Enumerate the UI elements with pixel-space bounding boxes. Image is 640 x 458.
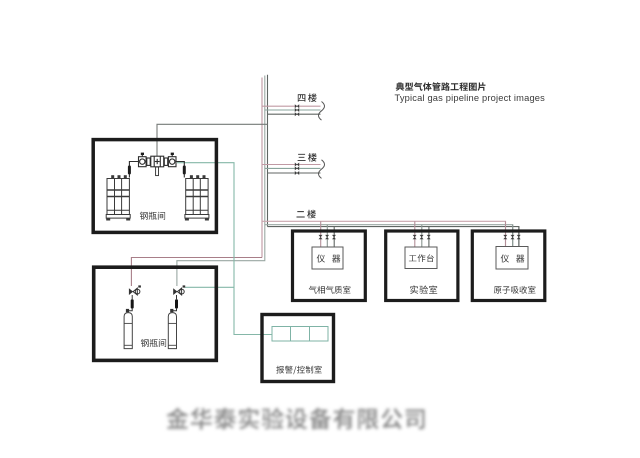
- svg-text:Typical gas pipeline project i: Typical gas pipeline project images: [395, 93, 546, 103]
